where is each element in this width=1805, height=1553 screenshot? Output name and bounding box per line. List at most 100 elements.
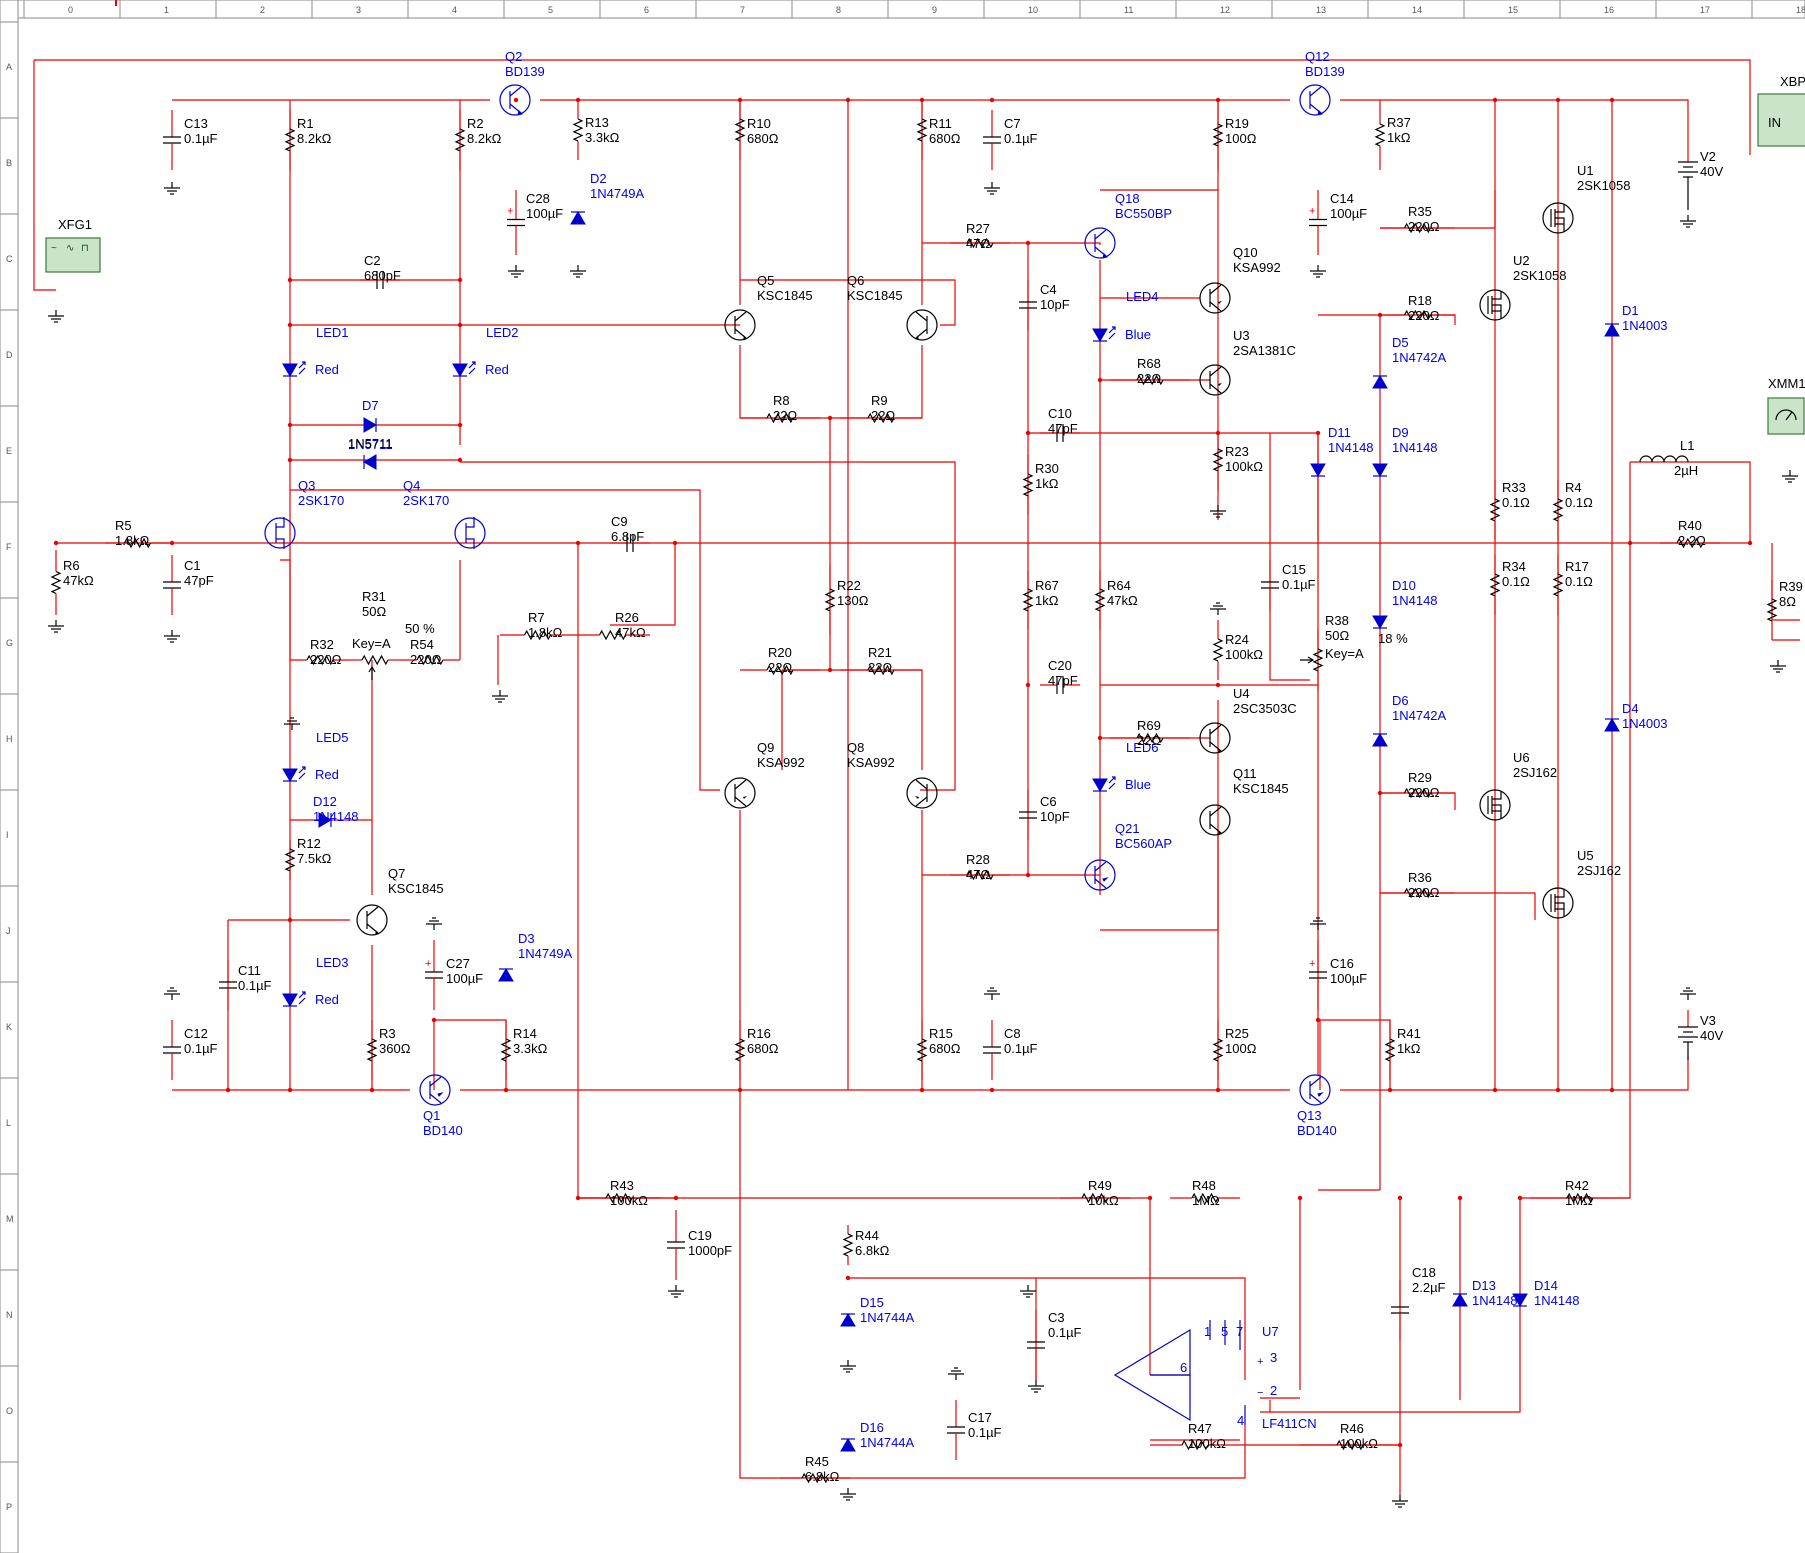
transistor-Q8[interactable] <box>906 777 938 809</box>
resistor-R4[interactable] <box>1552 480 1564 540</box>
resistor-R8[interactable] <box>740 412 820 424</box>
resistor-R34[interactable] <box>1489 555 1501 615</box>
resistor-R6[interactable] <box>50 550 62 615</box>
multimeter-XMM1[interactable] <box>1767 397 1805 435</box>
capacitor-C12[interactable] <box>163 1020 181 1080</box>
jfet-Q4[interactable] <box>454 517 486 549</box>
diode-D8[interactable] <box>363 454 377 470</box>
resistor-R24[interactable] <box>1212 620 1224 680</box>
resistor-R30[interactable] <box>1022 455 1034 515</box>
diode-D13[interactable] <box>1452 1293 1468 1307</box>
resistor-R19[interactable] <box>1212 100 1224 170</box>
capacitor-C19[interactable] <box>667 1210 685 1280</box>
diode-D11[interactable] <box>1310 463 1326 477</box>
transistor-Q6[interactable] <box>906 309 938 341</box>
potentiometer-R38[interactable] <box>1300 656 1315 664</box>
resistor-R49[interactable] <box>1060 1192 1130 1204</box>
capacitor-C13[interactable] <box>163 110 181 170</box>
diode-D10[interactable] <box>1372 615 1388 629</box>
dc-source-V3[interactable] <box>1678 1010 1698 1060</box>
resistor-R42[interactable] <box>1530 1192 1630 1204</box>
led-LED3[interactable] <box>282 991 306 1007</box>
function-generator-XFG1[interactable]: ~∿⊓ <box>45 237 101 273</box>
mosfet-U1[interactable] <box>1542 202 1574 234</box>
transistor-Q18[interactable] <box>1084 227 1116 259</box>
led-LED6[interactable] <box>1092 776 1116 792</box>
resistor-R22[interactable] <box>824 565 836 635</box>
resistor-R48[interactable] <box>1170 1192 1240 1204</box>
transistor-Q2[interactable] <box>499 84 531 116</box>
resistor-R54[interactable] <box>400 654 460 666</box>
transistor-Q1[interactable] <box>419 1074 451 1106</box>
resistor-R64[interactable] <box>1094 570 1106 630</box>
capacitor-C17[interactable] <box>947 1400 965 1460</box>
diode-D3[interactable] <box>498 968 514 982</box>
transistor-U4[interactable] <box>1199 722 1231 754</box>
capacitor-C8[interactable] <box>983 1020 1001 1080</box>
resistor-R45[interactable] <box>780 1472 850 1484</box>
resistor-R17[interactable] <box>1552 555 1564 615</box>
bode-plotter-XBP[interactable] <box>1757 93 1805 147</box>
diode-D1[interactable] <box>1604 323 1620 337</box>
capacitor-C28[interactable]: + <box>507 190 525 255</box>
resistor-R21[interactable] <box>840 664 922 676</box>
capacitor-C14[interactable]: + <box>1309 190 1327 255</box>
transistor-Q11[interactable] <box>1199 804 1231 836</box>
mosfet-U5[interactable] <box>1542 887 1574 919</box>
capacitor-C20[interactable] <box>1040 676 1080 694</box>
capacitor-C11[interactable] <box>219 960 237 1010</box>
resistor-R43[interactable] <box>578 1192 660 1204</box>
diode-D5[interactable] <box>1372 375 1388 389</box>
capacitor-C3[interactable] <box>1027 1310 1045 1380</box>
resistor-R32[interactable] <box>290 654 350 666</box>
inductor-L1[interactable] <box>1639 455 1689 463</box>
capacitor-C4[interactable] <box>1019 280 1037 330</box>
resistor-R12[interactable] <box>284 840 296 880</box>
transistor-Q13[interactable] <box>1299 1074 1331 1106</box>
diode-D14[interactable] <box>1512 1293 1528 1307</box>
resistor-R26[interactable] <box>575 629 650 641</box>
resistor-R68[interactable] <box>1110 374 1190 386</box>
diode-D16[interactable] <box>840 1438 856 1452</box>
resistor-R39[interactable] <box>1766 580 1778 640</box>
mosfet-U2[interactable] <box>1479 289 1511 321</box>
resistor-R23[interactable] <box>1212 430 1224 490</box>
resistor-R14[interactable] <box>500 1020 512 1080</box>
resistor-R41[interactable] <box>1384 1020 1396 1080</box>
led-LED5[interactable] <box>282 766 306 782</box>
transistor-Q5[interactable] <box>724 309 756 341</box>
jfet-Q3[interactable] <box>264 517 296 549</box>
resistor-R33[interactable] <box>1489 480 1501 540</box>
resistor-R40[interactable] <box>1660 537 1720 549</box>
diode-D4[interactable] <box>1604 718 1620 732</box>
resistor-R67[interactable] <box>1022 570 1034 630</box>
capacitor-C2[interactable] <box>360 271 400 289</box>
diode-D6[interactable] <box>1372 733 1388 747</box>
resistor-R37[interactable] <box>1374 100 1386 170</box>
resistor-R29[interactable] <box>1380 787 1455 799</box>
transistor-Q12[interactable] <box>1299 84 1331 116</box>
diode-D15[interactable] <box>840 1313 856 1327</box>
resistor-R1[interactable] <box>284 110 296 170</box>
resistor-R13[interactable] <box>572 100 584 160</box>
resistor-R15[interactable] <box>916 1020 928 1080</box>
led-LED2[interactable] <box>452 361 476 377</box>
resistor-R7[interactable] <box>500 629 575 641</box>
capacitor-C6[interactable] <box>1019 790 1037 840</box>
resistor-R28[interactable] <box>950 869 1010 881</box>
resistor-R11[interactable] <box>916 100 928 160</box>
led-LED1[interactable] <box>282 361 306 377</box>
resistor-R18[interactable] <box>1380 309 1455 321</box>
capacitor-C27[interactable]: + <box>425 940 443 1010</box>
led-LED4[interactable] <box>1092 326 1116 342</box>
capacitor-C18[interactable] <box>1391 1280 1409 1340</box>
resistor-R16[interactable] <box>734 1020 746 1080</box>
resistor-R36[interactable] <box>1380 887 1455 899</box>
resistor-R3[interactable] <box>366 1020 378 1080</box>
resistor-R25[interactable] <box>1212 1020 1224 1080</box>
resistor-R35[interactable] <box>1380 222 1455 234</box>
resistor-R31[interactable] <box>350 654 400 666</box>
diode-D9[interactable] <box>1372 463 1388 477</box>
